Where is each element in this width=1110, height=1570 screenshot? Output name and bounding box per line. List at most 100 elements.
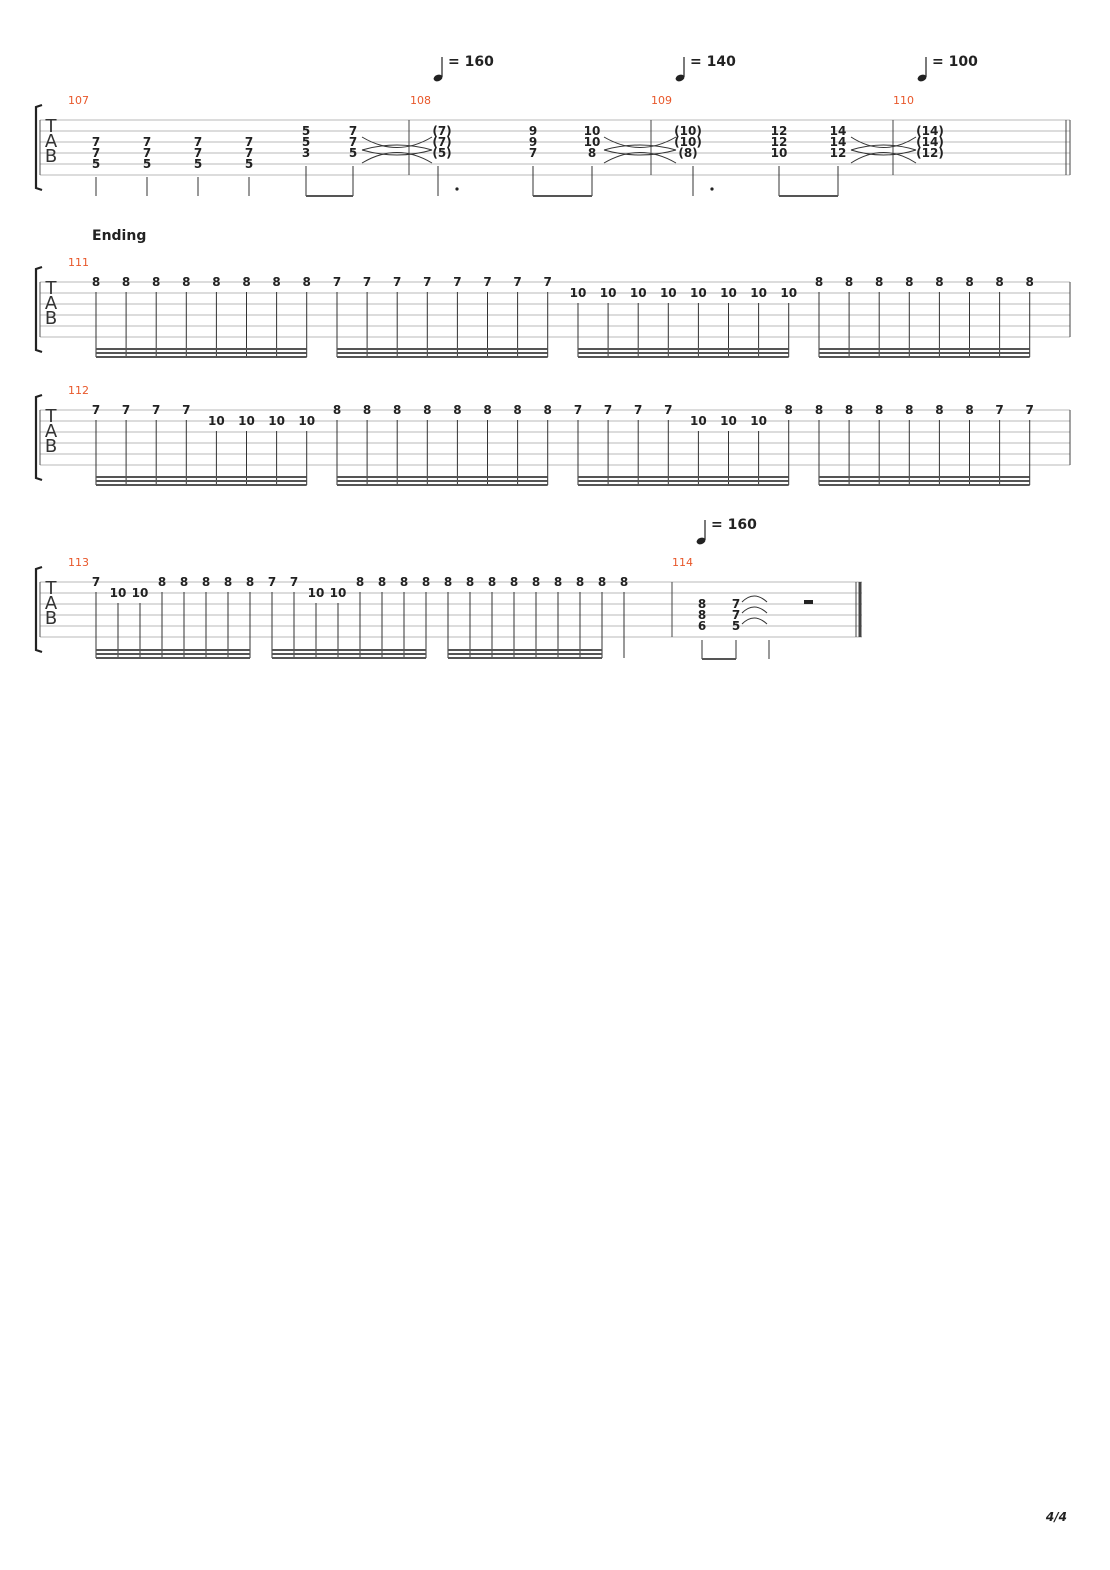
fret-number: 8 (356, 575, 364, 589)
fret-number: 7 (92, 135, 100, 149)
tab-clef-letter: T (45, 116, 58, 137)
quarter-note-icon (917, 74, 927, 82)
fret-number: 10 (660, 286, 677, 300)
fret-number: 8 (875, 275, 883, 289)
fret-number: 7 (92, 146, 100, 160)
fret-number: 8 (554, 575, 562, 589)
fret-number: 10 (238, 414, 255, 428)
tie-mark (741, 595, 768, 603)
measure-number: 112 (68, 384, 89, 397)
fret-number: 7 (143, 135, 151, 149)
fret-number: 8 (466, 575, 474, 589)
fret-number: 14 (830, 124, 847, 138)
fret-number: 8 (544, 403, 552, 417)
system-bracket (34, 265, 43, 354)
fret-number: 8 (576, 575, 584, 589)
fret-number: 8 (400, 575, 408, 589)
fret-number: 7 (544, 275, 552, 289)
fret-number: 7 (732, 608, 740, 622)
fret-number: 7 (664, 403, 672, 417)
fret-number: 7 (363, 275, 371, 289)
measure-number: 114 (672, 556, 693, 569)
fret-number: 8 (532, 575, 540, 589)
fret-number: 8 (785, 403, 793, 417)
fret-number: 10 (600, 286, 617, 300)
fret-number: 7 (143, 146, 151, 160)
fret-number: 8 (158, 575, 166, 589)
fret-number: 8 (224, 575, 232, 589)
fret-number: 14 (830, 135, 847, 149)
tempo-marking: = 160 (711, 517, 757, 533)
fret-number: (14) (916, 135, 944, 149)
fret-number: 8 (935, 403, 943, 417)
fret-number: 10 (584, 135, 601, 149)
fret-number: 8 (333, 403, 341, 417)
fret-number: 8 (588, 146, 596, 160)
tab-clef-letter: A (45, 131, 58, 152)
fret-number: 7 (152, 403, 160, 417)
fret-number: 10 (208, 414, 225, 428)
fret-number: 7 (453, 275, 461, 289)
fret-number: (12) (916, 146, 944, 160)
fret-number: 7 (349, 135, 357, 149)
fret-number: 10 (780, 286, 797, 300)
slide-mark (361, 144, 433, 151)
fret-number: 8 (965, 403, 973, 417)
fret-number: 8 (122, 275, 130, 289)
fret-number: 5 (302, 135, 310, 149)
fret-number: 10 (750, 286, 767, 300)
fret-number: 8 (598, 575, 606, 589)
fret-number: 10 (584, 124, 601, 138)
fret-number: 8 (453, 403, 461, 417)
fret-number: 5 (245, 157, 253, 171)
fret-number: 8 (483, 403, 491, 417)
fret-number: 9 (529, 124, 537, 138)
fret-number: 10 (630, 286, 647, 300)
fret-number: 10 (268, 414, 285, 428)
half-rest-icon (804, 600, 813, 604)
fret-number: 8 (488, 575, 496, 589)
fret-number: (10) (674, 135, 702, 149)
fret-number: 9 (529, 135, 537, 149)
fret-number: 8 (423, 403, 431, 417)
fret-number: 8 (935, 275, 943, 289)
fret-number: 8 (1026, 275, 1034, 289)
fret-number: 5 (349, 146, 357, 160)
fret-number: 5 (194, 157, 202, 171)
fret-number: 6 (698, 619, 706, 633)
fret-number: 7 (995, 403, 1003, 417)
measure-number: 113 (68, 556, 89, 569)
measure-number: 108 (410, 94, 431, 107)
fret-number: 7 (574, 403, 582, 417)
fret-number: 7 (483, 275, 491, 289)
fret-number: 10 (750, 414, 767, 428)
slide-mark (603, 149, 677, 156)
fret-number: 5 (143, 157, 151, 171)
slide-mark (850, 149, 917, 156)
fret-number: 8 (92, 275, 100, 289)
tempo-marking: = 160 (448, 54, 494, 70)
fret-number: 7 (393, 275, 401, 289)
fret-number: 12 (771, 135, 788, 149)
tab-clef-letter: A (45, 293, 58, 314)
system-bracket (34, 565, 43, 654)
fret-number: 12 (830, 146, 847, 160)
fret-number: 8 (905, 403, 913, 417)
slide-mark (361, 149, 433, 156)
fret-number: 8 (845, 275, 853, 289)
fret-number: 7 (1026, 403, 1034, 417)
section-label: Ending (92, 228, 146, 244)
quarter-note-icon (696, 537, 706, 545)
fret-number: 10 (690, 286, 707, 300)
slide-mark (603, 136, 677, 148)
fret-number: 8 (698, 608, 706, 622)
fret-number: 5 (92, 157, 100, 171)
fret-number: 8 (620, 575, 628, 589)
fret-number: 10 (330, 586, 347, 600)
fret-number: 10 (570, 286, 587, 300)
fret-number: 7 (634, 403, 642, 417)
fret-number: 8 (875, 403, 883, 417)
fret-number: 7 (513, 275, 521, 289)
slide-mark (850, 152, 917, 164)
